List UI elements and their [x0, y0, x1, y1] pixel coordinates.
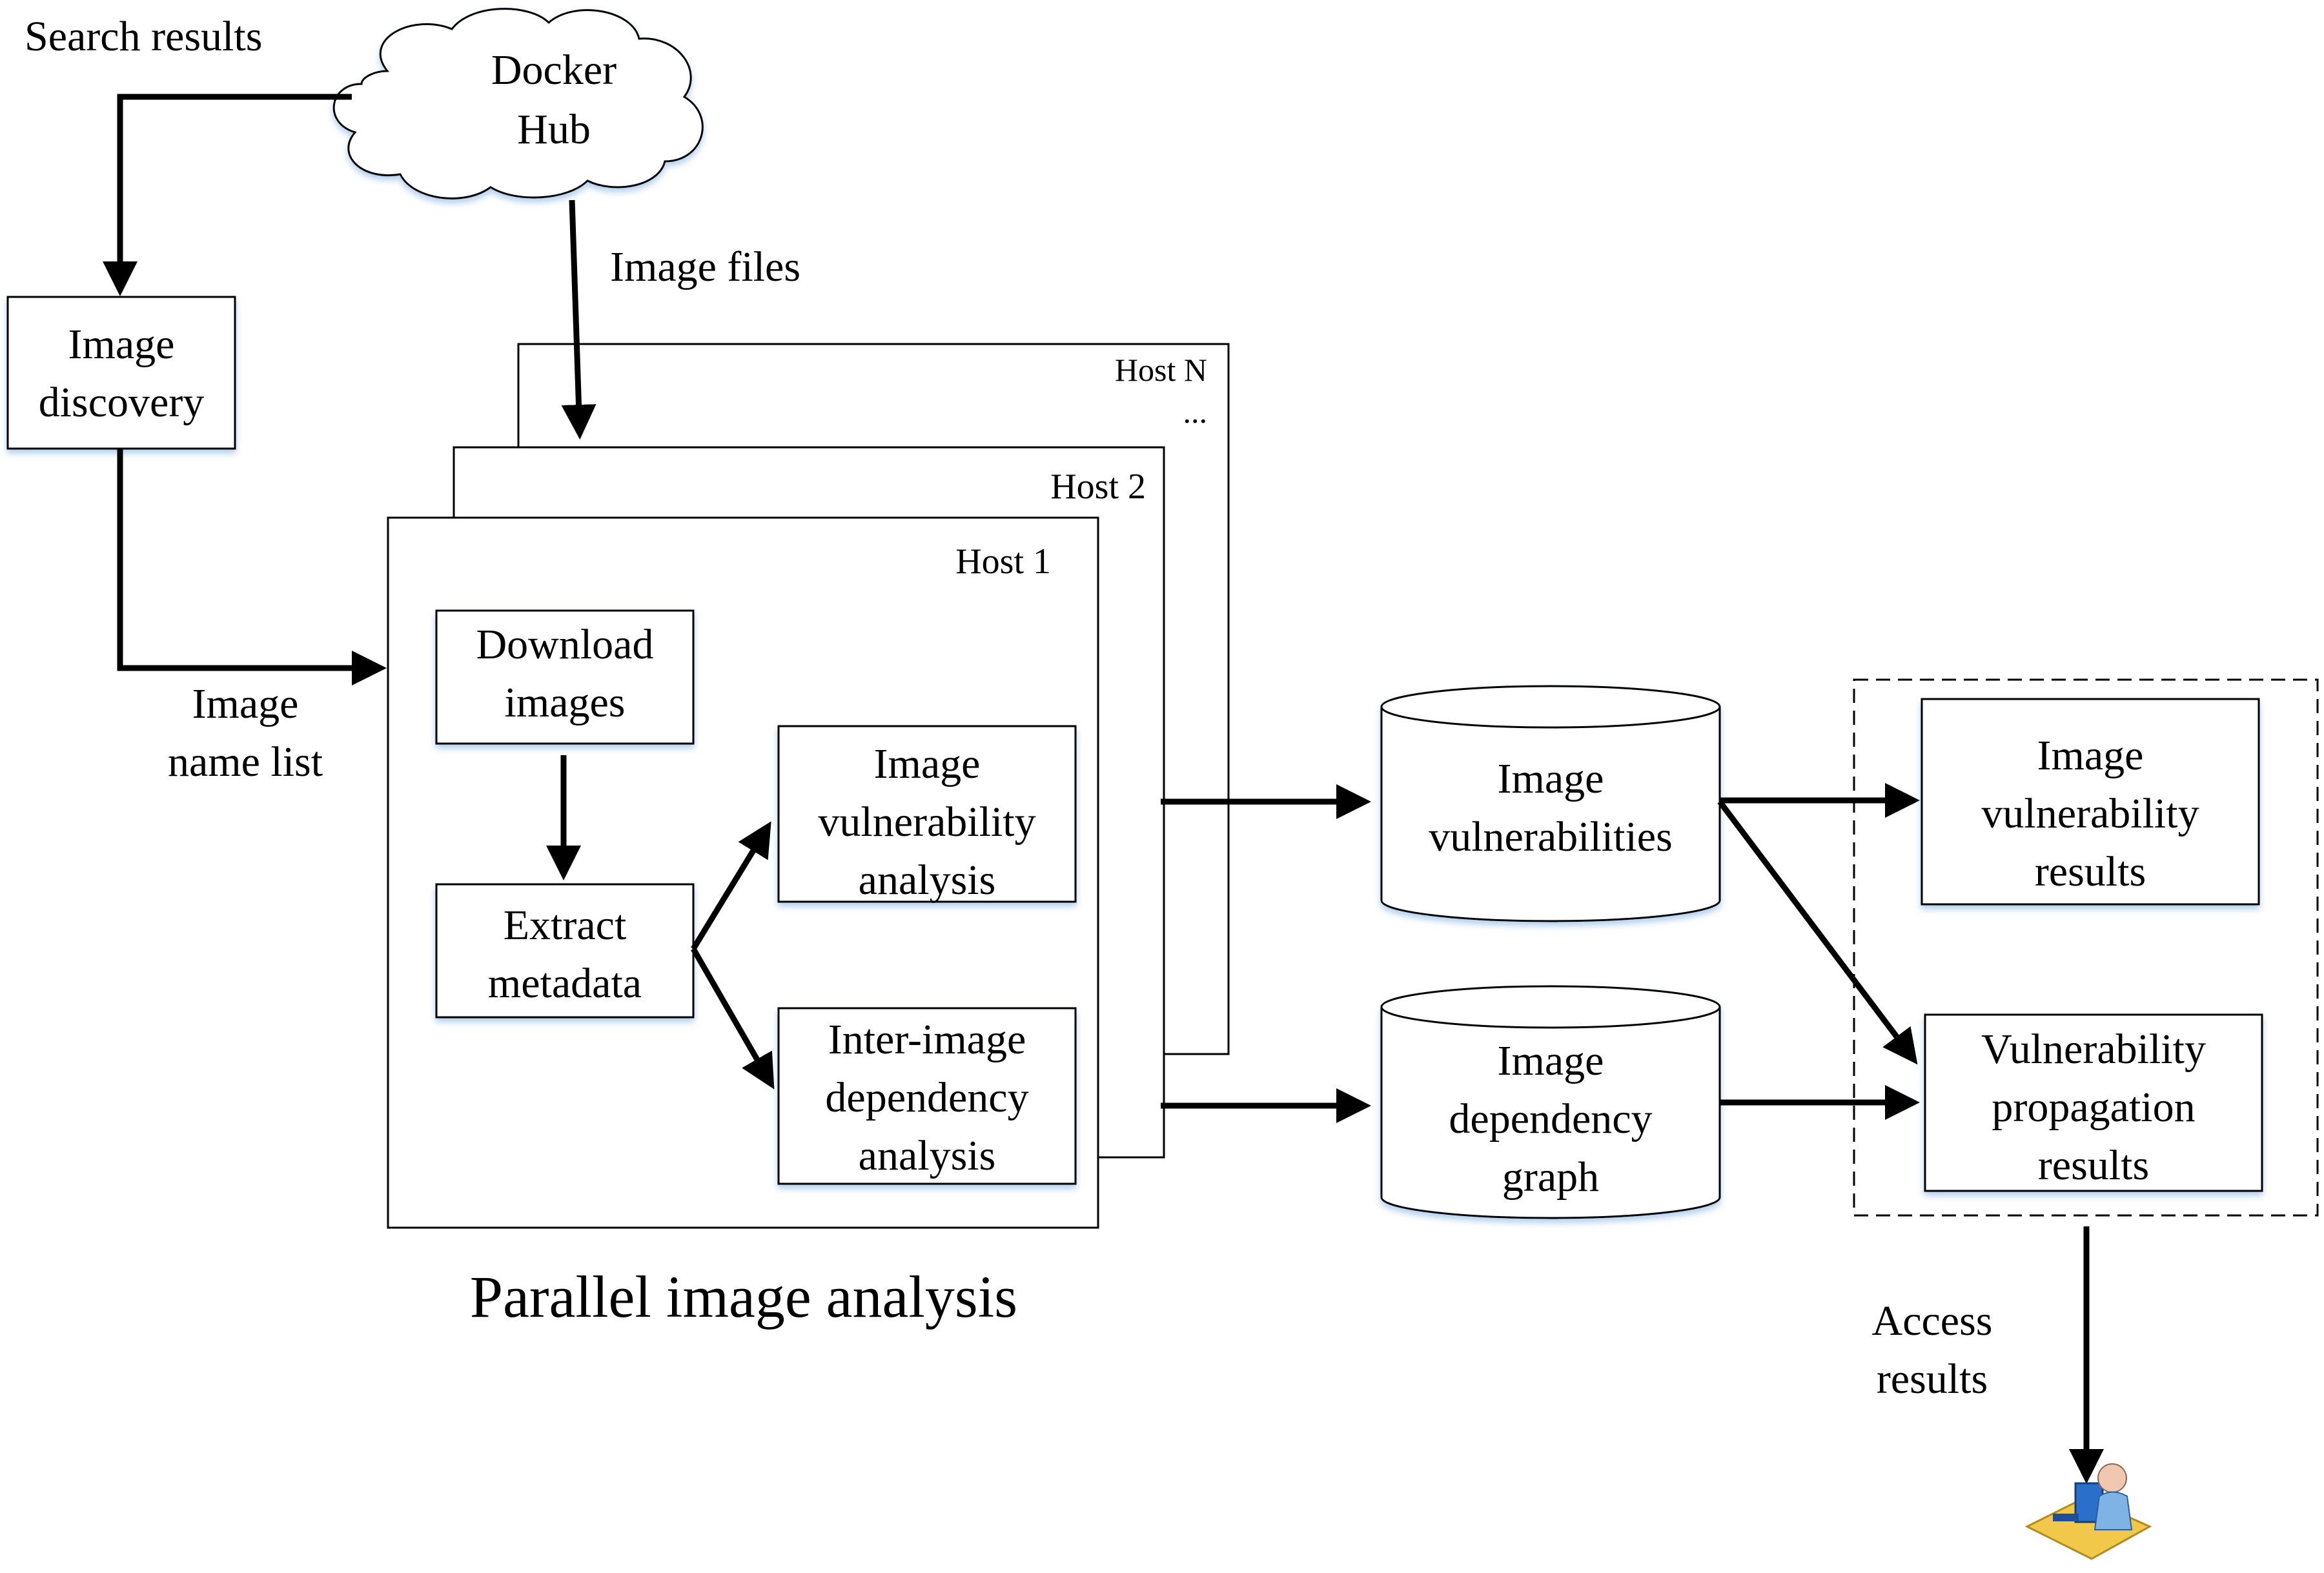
arrow-vuln-db-to-prop-results [1717, 800, 1918, 1065]
prop-results-label-3: results [2038, 1142, 2149, 1189]
vuln-results-label-2: vulnerability [1981, 790, 2199, 837]
vuln-results-label-3: results [2035, 848, 2146, 895]
download-images-label-1: Download [476, 621, 654, 668]
dep-db [1380, 985, 1721, 1219]
dep-db-top [1380, 985, 1721, 1029]
dep-db-label-3: graph [1502, 1153, 1599, 1201]
vuln-db-top [1380, 685, 1721, 729]
image-name-list-label-2: name list [168, 738, 323, 786]
vuln-analysis-label-3: analysis [859, 857, 996, 904]
access-results-label-1: Access [1872, 1297, 1993, 1345]
arrow-image-files [561, 199, 596, 440]
database-icon [1380, 707, 1721, 922]
cloud-icon [332, 8, 704, 199]
extract-metadata-label-1: Extract [504, 902, 627, 949]
image-discovery-label-2: discovery [39, 379, 205, 426]
arrow-search-to-discovery [103, 94, 352, 296]
dep-analysis-label-2: dependency [825, 1074, 1028, 1121]
dep-analysis-label-3: analysis [859, 1132, 996, 1179]
docker-hub-cloud [332, 8, 704, 199]
vuln-results-label-1: Image [2037, 732, 2144, 779]
dep-db-label-2: dependency [1449, 1095, 1652, 1142]
image-name-list-label-1: Image [192, 680, 299, 727]
parallel-analysis-title: Parallel image analysis [470, 1264, 1017, 1330]
prop-results-label-2: propagation [1992, 1084, 2195, 1131]
arrow-extract-to-dep-analysis [691, 947, 775, 1090]
image-discovery-box [6, 296, 236, 450]
vuln-db-label-1: Image [1498, 755, 1604, 802]
user-at-computer-icon [2024, 1463, 2152, 1560]
download-images-label-2: images [505, 679, 626, 726]
dep-analysis-label-1: Inter-image [828, 1016, 1026, 1063]
arrow-extract-to-vuln-analysis [691, 821, 771, 951]
arrow-discovery-to-host1 [117, 449, 387, 685]
dep-analysis-box [777, 1007, 1077, 1185]
vuln-results-box [1921, 698, 2260, 906]
vuln-analysis-label-2: vulnerability [818, 798, 1035, 846]
search-results-label: Search results [25, 13, 262, 60]
prop-results-box [1924, 1013, 2263, 1192]
results-group-frame [1853, 678, 2319, 1217]
access-results-label-2: results [1877, 1355, 1988, 1403]
vuln-analysis-box [777, 725, 1077, 903]
dep-db-label-1: Image [1498, 1037, 1604, 1084]
host-1-label: Host 1 [955, 542, 1051, 582]
host-2-label: Host 2 [1050, 467, 1146, 507]
download-images-box [435, 609, 695, 745]
vuln-analysis-label-1: Image [874, 740, 981, 787]
image-files-label: Image files [610, 243, 800, 290]
extract-metadata-label-2: metadata [488, 960, 642, 1007]
docker-hub-label-1: Docker [491, 46, 617, 94]
vuln-db-label-2: vulnerabilities [1429, 813, 1673, 860]
host-ellipsis: ... [1183, 394, 1208, 430]
host-n-label: Host N [1115, 352, 1207, 388]
prop-results-label-1: Vulnerability [1981, 1026, 2206, 1073]
extract-metadata-box [435, 883, 695, 1019]
docker-hub-label-2: Hub [517, 106, 591, 153]
vuln-db [1380, 685, 1721, 922]
database-icon [1380, 1007, 1721, 1219]
image-discovery-label-1: Image [68, 321, 175, 368]
